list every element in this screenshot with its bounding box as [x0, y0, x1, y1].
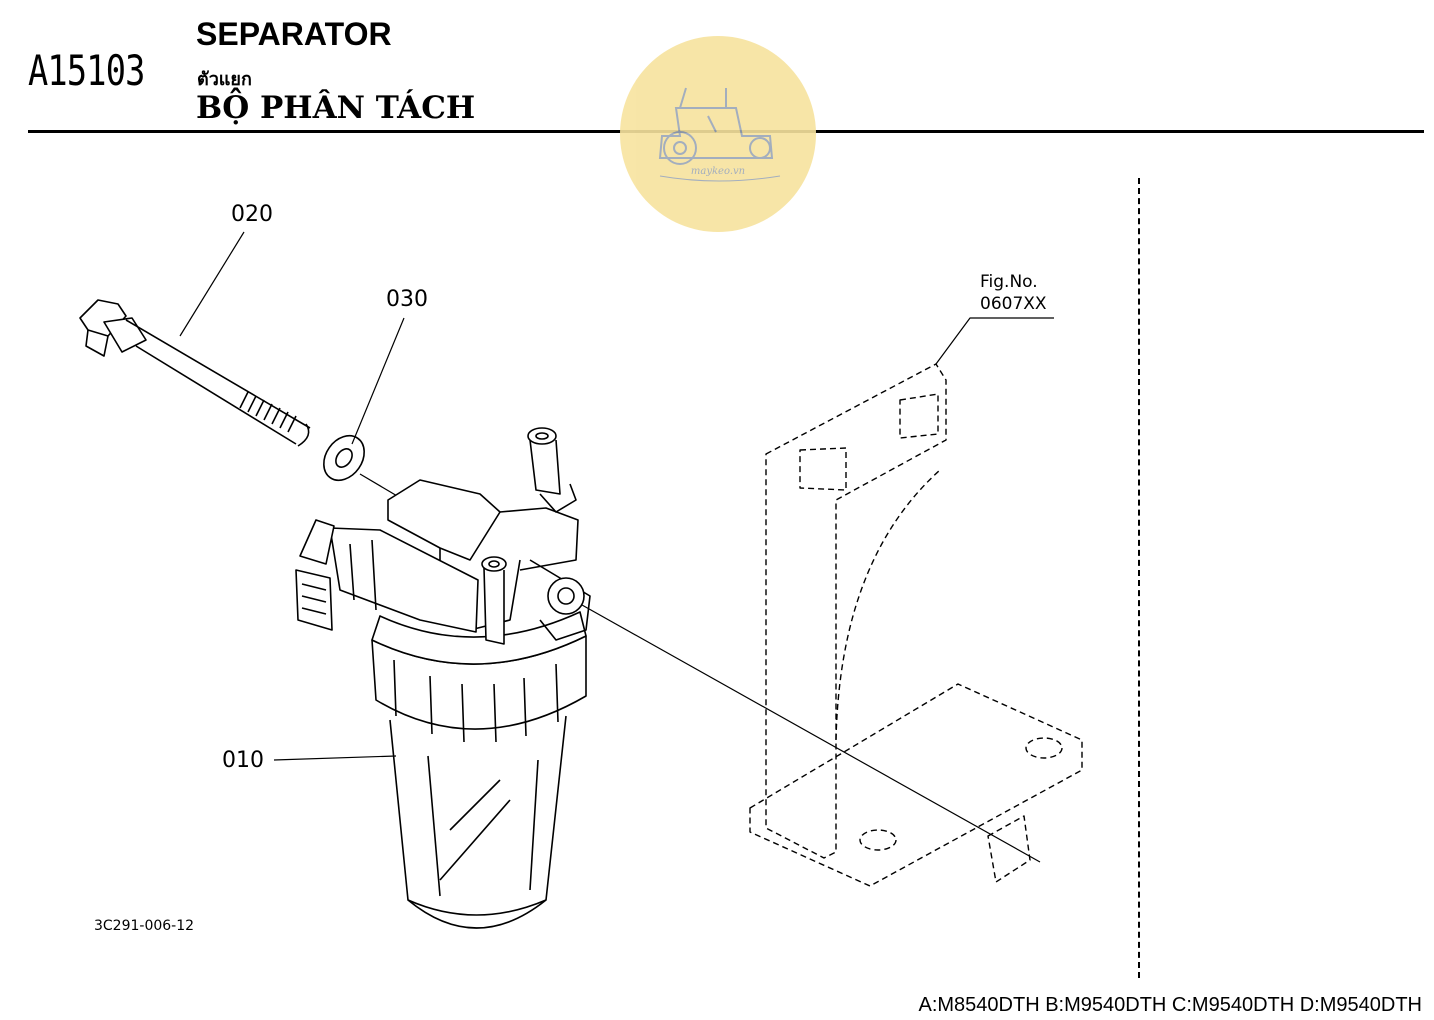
watermark-logo: maykeo.vn: [620, 36, 816, 232]
separator-assembly-010: [295, 427, 591, 929]
callout-010: 010: [222, 748, 264, 773]
leader-fig-ref: [935, 317, 1054, 365]
part-group-code: A15103: [28, 46, 145, 95]
watermark-text: maykeo.vn: [690, 166, 746, 177]
figure-reference: Fig.No. 0607XX: [980, 271, 1047, 315]
title-vietnamese: BỘ PHÂN TÁCH: [196, 90, 476, 126]
leader-020: [179, 231, 245, 337]
section-divider: [1138, 178, 1140, 978]
callout-030: 030: [386, 287, 428, 312]
model-applicability: A:M8540DTH B:M9540DTH C:M9540DTH D:M9540…: [918, 994, 1423, 1016]
drawing-number: 3C291-006-12: [94, 918, 195, 934]
washer-030: [323, 434, 365, 482]
leader-030: [351, 317, 405, 445]
figure-ref-number: 0607XX: [980, 294, 1047, 314]
tractor-icon: [658, 87, 781, 182]
callout-020: 020: [231, 202, 273, 227]
mounting-bracket-ref: [749, 363, 1083, 887]
leader-010: [273, 755, 397, 761]
figure-ref-label: Fig.No.: [980, 272, 1038, 292]
bolt-020: [79, 299, 311, 447]
title-thai: ตัวแยก: [197, 69, 252, 90]
title-english: SEPARATOR: [196, 16, 392, 52]
